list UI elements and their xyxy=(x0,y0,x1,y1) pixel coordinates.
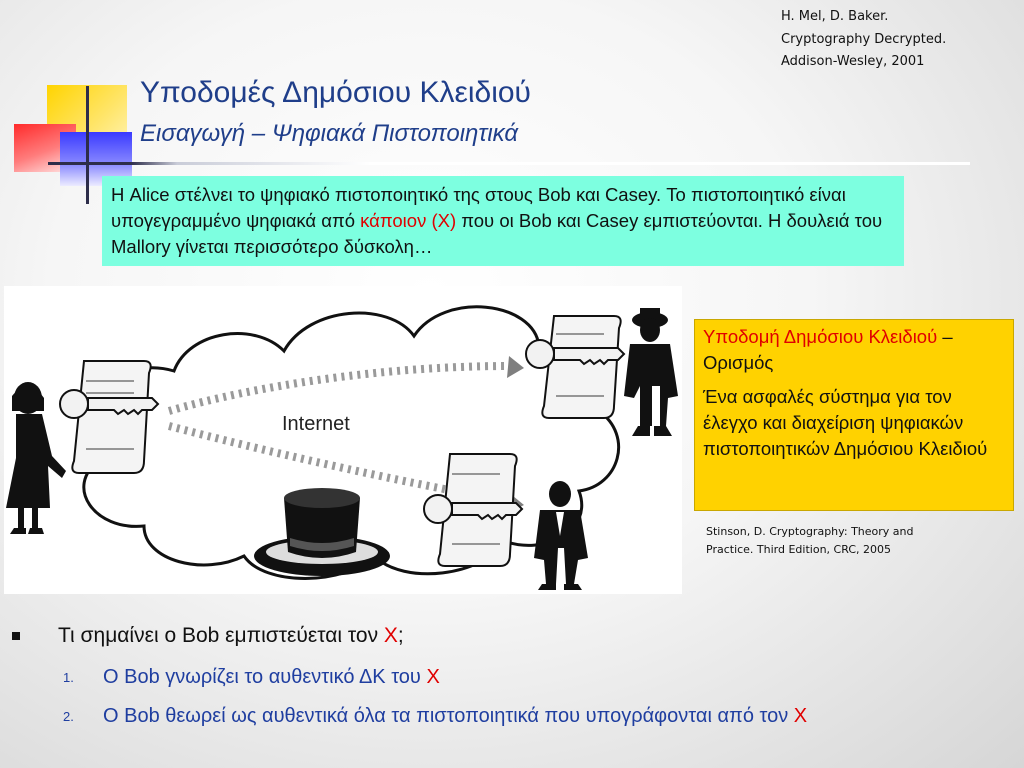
internet-label: Internet xyxy=(282,413,350,435)
definition-heading: Υποδομή Δημόσιου Κλειδιού – Ορισμός xyxy=(703,324,1005,376)
definition-box: Υποδομή Δημόσιου Κλειδιού – Ορισμός Ένα α… xyxy=(694,319,1014,511)
square-bullet-icon xyxy=(12,632,20,640)
mallory-hat xyxy=(254,488,390,576)
intro-text-part2: που οι Bob και Casey εμπιστεύονται. Η δο… xyxy=(111,210,883,257)
stinson-citation: Stinson, D. Cryptography: Theory and Pra… xyxy=(706,523,913,559)
question-mark: ; xyxy=(397,624,404,647)
intro-text-box: Η Alice στέλνει το ψηφιακό πιστοποιητικό… xyxy=(102,176,904,266)
key-casey xyxy=(423,494,524,524)
decor-vertical-line xyxy=(86,86,89,204)
definition-dash: – xyxy=(937,326,953,347)
alice-figure xyxy=(6,382,66,534)
title-underline xyxy=(48,162,970,165)
bob-figure xyxy=(624,308,678,436)
citation-publisher: Addison-Wesley, 2001 xyxy=(781,54,925,69)
intro-highlight: κάποιον (Χ) xyxy=(360,210,457,231)
question-text: Τι σημαίνει ο Bob εμπιστεύεται τον xyxy=(58,624,384,647)
certificate-bob xyxy=(541,315,622,419)
item-x: Χ xyxy=(426,666,440,688)
item-x: Χ xyxy=(793,705,808,727)
certificate-alice xyxy=(71,360,152,474)
internet-illustration: Internet xyxy=(4,286,682,594)
arrow-to-casey xyxy=(167,422,510,505)
citation-authors: H. Mel, D. Baker. xyxy=(781,9,889,24)
item-text: Ο Bob θεωρεί ως αυθεντικά όλα τα πιστοπο… xyxy=(103,705,794,727)
illustration-svg: Internet xyxy=(6,305,678,590)
item-number: 1. xyxy=(63,670,74,685)
item-text: Ο Bob γνωρίζει το αυθεντικό ΔΚ του xyxy=(103,666,427,688)
question-x: Χ xyxy=(383,624,398,647)
definition-body: Ένα ασφαλές σύστημα για τον έλεγχο και δ… xyxy=(703,386,988,459)
intro-text-part1: Η Alice στέλνει το ψηφιακό πιστοποιητικό… xyxy=(111,184,846,231)
key-bob xyxy=(525,339,626,369)
key-alice xyxy=(59,389,160,419)
arrow-head-bob xyxy=(507,356,524,378)
citation-title: Cryptography Decrypted. xyxy=(781,31,947,47)
casey-figure xyxy=(534,481,588,590)
definition-heading-rest: Ορισμός xyxy=(703,352,774,373)
definition-heading-red: Υποδομή Δημόσιου Κλειδιού xyxy=(703,326,938,347)
slide-subtitle: Εισαγωγή – Ψηφιακά Πιστοποιητικά xyxy=(140,120,519,147)
stinson-line2: Practice. Third Edition, CRC, 2005 xyxy=(706,543,891,556)
slide-title: Υποδομές Δημόσιου Κλειδιού xyxy=(140,76,531,109)
item-number: 2. xyxy=(63,709,74,724)
stinson-line1: Stinson, D. Cryptography: Theory and xyxy=(706,525,914,538)
book-citation: H. Mel, D. Baker. Cryptography Decrypted… xyxy=(781,6,946,74)
